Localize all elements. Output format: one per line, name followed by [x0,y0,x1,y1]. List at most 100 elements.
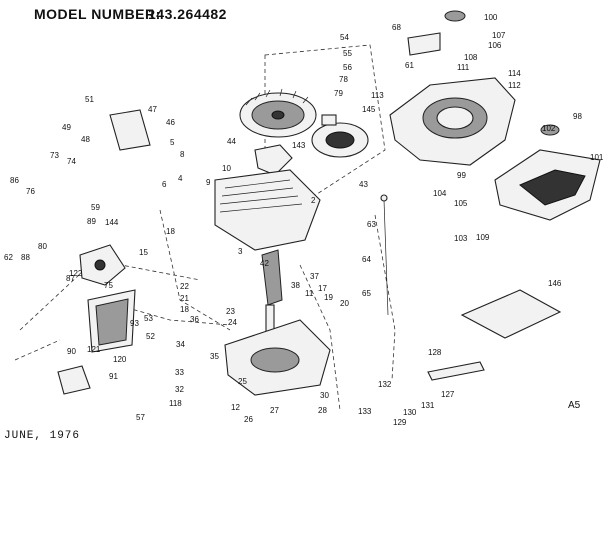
callout-63: 63 [367,220,376,229]
callout-112: 112 [508,81,521,90]
callout-23: 23 [226,307,235,316]
callout-21: 21 [180,294,189,303]
callout-34: 34 [176,340,185,349]
callout-121: 121 [87,345,101,354]
callout-103: 103 [454,234,468,243]
callout-5: 5 [170,138,175,147]
callout-99: 99 [457,171,466,180]
callout-47: 47 [148,105,157,114]
callout-19: 19 [324,293,333,302]
callout-86: 86 [10,176,19,185]
callout-91: 91 [109,372,118,381]
callout-57: 57 [136,413,145,422]
callout-118: 118 [169,399,182,408]
callout-12: 12 [231,403,240,412]
callout-87: 87 [66,274,75,283]
callout-28: 28 [318,406,327,415]
callout-11: 11 [305,289,314,298]
callout-8: 8 [180,150,185,159]
callout-9: 9 [206,178,211,187]
callout-128: 128 [428,348,442,357]
callout-127: 127 [441,390,455,399]
callout-111: 111 [457,63,470,72]
top-cap [540,124,560,136]
callout-132: 132 [378,380,392,389]
top-plate [407,32,441,56]
engine-base [224,319,331,396]
callout-15: 15 [139,248,148,257]
callout-100: 100 [484,13,498,22]
callout-68: 68 [392,23,401,32]
callout-24: 24 [228,318,237,327]
callout-120: 120 [113,355,127,364]
callout-51: 51 [85,95,94,104]
callout-17: 17 [318,284,327,293]
flywheel [239,88,317,138]
callout-102: 102 [542,124,556,133]
engine-block [214,169,321,251]
callout-18: 18 [166,227,175,236]
callout-133: 133 [358,407,372,416]
callout-65: 65 [362,289,371,298]
callout-113: 113 [371,91,384,100]
callout-25: 25 [238,377,247,386]
crankshaft [261,249,283,346]
callout-98: 98 [573,112,582,121]
breather-cover [109,109,151,151]
callout-90: 90 [67,347,76,356]
starter-pulley [311,114,369,158]
callout-22: 22 [180,282,189,291]
callout-59: 59 [91,203,100,212]
tube-assembly [427,361,485,381]
callout-37: 37 [310,272,319,281]
callout-61: 61 [405,61,414,70]
gasket-sheet [460,289,562,339]
callout-44: 44 [227,137,236,146]
callout-80: 80 [38,242,47,251]
callout-52: 52 [146,332,155,341]
callout-53: 53 [144,314,153,323]
callout-143: 143 [292,141,306,150]
callout-74: 74 [67,157,76,166]
callout-3: 3 [238,247,243,256]
callout-64: 64 [362,255,371,264]
callout-48: 48 [81,135,90,144]
callout-101: 101 [590,153,604,162]
callout-108: 108 [464,53,478,62]
callout-10: 10 [222,164,231,173]
diagram-date: JUNE, 1976 [4,430,81,442]
callout-20: 20 [340,299,349,308]
callout-114: 114 [508,69,521,78]
model-number-label: MODEL NUMBER: [34,6,161,22]
callout-93: 93 [130,319,139,328]
dipstick [380,194,389,316]
callout-105: 105 [454,199,468,208]
diagram-code: A5 [568,400,581,411]
callout-6: 6 [162,180,167,189]
callout-79: 79 [334,89,343,98]
callout-104: 104 [433,189,447,198]
callout-62: 62 [4,253,13,262]
callout-56: 56 [343,63,352,72]
model-number-value: 143.264482 [148,6,227,22]
callout-89: 89 [87,217,96,226]
callout-109: 109 [476,233,490,242]
callout-78: 78 [339,75,348,84]
muffler [494,149,601,221]
cap [444,10,466,22]
callout-4: 4 [178,174,183,183]
callout-107: 107 [492,31,506,40]
fuel-filter [57,365,91,395]
callout-144: 144 [105,218,119,227]
callout-26: 26 [244,415,253,424]
callout-146: 146 [548,279,562,288]
callout-49: 49 [62,123,71,132]
callout-129: 129 [393,418,407,427]
callout-54: 54 [340,33,349,42]
air-cleaner [87,289,136,353]
carburetor [79,244,126,286]
callout-131: 131 [421,401,435,410]
